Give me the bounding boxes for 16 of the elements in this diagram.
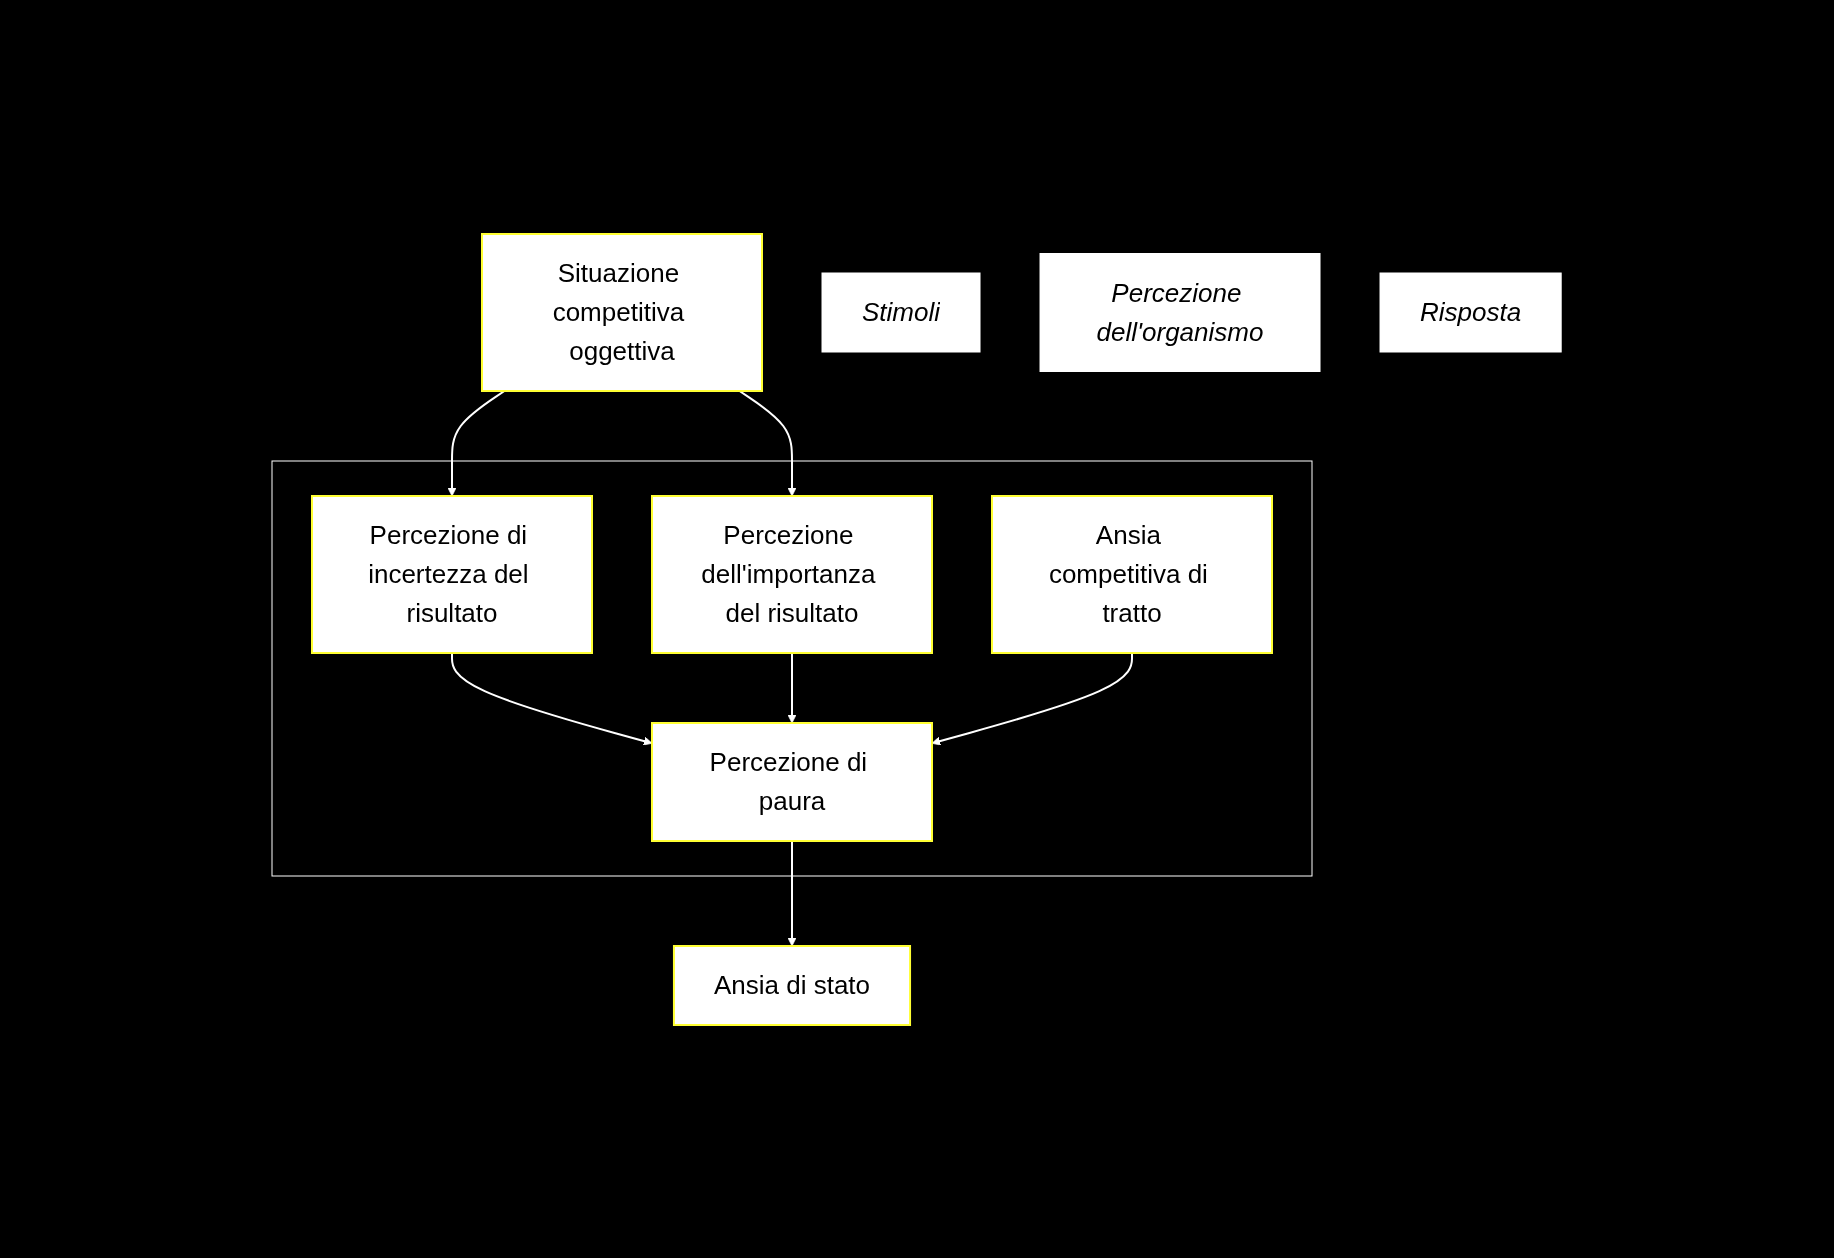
node-box: Percezione di paura bbox=[651, 721, 934, 842]
cluster bbox=[271, 460, 1313, 876]
arrow bbox=[788, 651, 797, 723]
arrow bbox=[932, 651, 1134, 745]
node-box: Risposta bbox=[1379, 272, 1563, 352]
node-box: Percezione dell'importanza del risultato bbox=[651, 494, 934, 654]
node-box: Ansia competitiva di tratto bbox=[991, 494, 1274, 654]
arrow bbox=[788, 839, 797, 946]
arrow bbox=[739, 389, 797, 496]
arrow bbox=[451, 651, 653, 745]
node-box: Ansia di stato bbox=[673, 944, 912, 1026]
arrow bbox=[448, 389, 506, 496]
node-box: Stimoli bbox=[821, 272, 981, 352]
node-box: Percezione dell'organismo bbox=[1039, 252, 1321, 372]
node-box: Situazione competitiva oggettiva bbox=[481, 232, 764, 392]
node-box: Percezione di incertezza del risultato bbox=[311, 494, 594, 654]
